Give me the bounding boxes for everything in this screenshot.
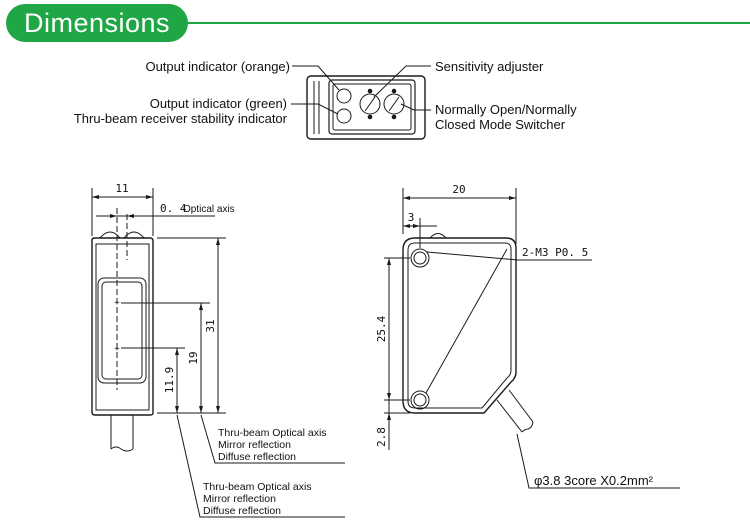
leader-sensitivity [373,65,431,98]
screw-spec: 2-M3 P0. 5 [522,246,588,259]
side-view-top-bump [429,233,447,239]
leader-axis-group-2 [176,414,345,518]
mounting-hole-top [410,248,430,268]
side-view-body [402,237,517,414]
dim-label-axis-lower: 11.9 [163,367,176,394]
dim-label-width: 11 [115,182,128,195]
dim-label-width-20: 20 [452,183,465,196]
adjuster-marker-dot [367,114,373,120]
leader-axis-group-1 [200,414,345,464]
switch-marker-dot [391,88,397,94]
front-view: + + [91,188,345,518]
leader-cable [516,433,680,489]
orange-indicator-icon [336,88,352,104]
leader-screw [426,251,592,261]
title-rule [186,22,750,24]
dim-label-axis-upper: 19 [187,351,200,364]
label-mode-line2: Closed Mode Switcher [435,117,566,132]
axis-group-2-line-3: Diffuse reflection [203,505,281,517]
mounting-hole-bottom [410,390,430,410]
label-output-green: Output indicator (green) [150,96,287,111]
mounting-hole-top-inner [413,251,427,265]
switch-slot [388,96,400,112]
mounting-hole-bottom-inner [413,393,427,407]
label-stability: Thru-beam receiver stability indicator [74,111,288,126]
label-output-orange: Output indicator (orange) [145,59,290,74]
front-view-top-bump [123,231,145,239]
front-view-top-bump [99,231,121,239]
green-indicator-icon [336,108,352,124]
label-mode-line1: Normally Open/Normally [435,102,577,117]
front-lens-window [97,277,147,384]
axis-group-1-line-2: Mirror reflection [218,439,291,451]
top-view-panel-inner [332,83,412,131]
top-view [291,65,431,140]
side-view-diagonal [425,248,508,394]
dim-label-hole-pitch: 25.4 [375,315,388,342]
side-cable-end [521,421,534,433]
front-lens-inner [101,281,143,380]
leader-mode [400,103,431,111]
side-view [384,188,680,489]
top-view-body [306,75,426,140]
leader-green [291,103,339,115]
adjuster-marker-dot [367,88,373,94]
front-cable-break [110,446,134,452]
axis-group-1-line-1: Thru-beam Optical axis [218,427,327,439]
axis-group-2-line-2: Mirror reflection [203,493,276,505]
axis-group-1-line-3: Diffuse reflection [218,451,296,463]
dim-label-bottom-offset: 2.8 [375,427,388,447]
switch-marker-dot [391,114,397,120]
label-sensitivity: Sensitivity adjuster [435,59,544,74]
dim-label-hole-offset: 3 [408,211,415,224]
section-title: Dimensions [6,4,188,42]
top-view-panel [328,79,416,135]
leader-orange [292,65,340,91]
axis-group-2-line-1: Thru-beam Optical axis [203,481,312,493]
side-cable [496,389,534,433]
adjuster-slot [364,96,376,112]
front-view-body [91,237,154,416]
side-view-body-inner [407,242,512,409]
optical-axis-label: Optical axis [183,204,235,215]
dim-label-height: 31 [204,319,217,332]
sensitivity-adjuster-icon [359,93,381,115]
front-view-body-inner [95,243,150,411]
mode-switch-icon [383,93,405,115]
dim-label-optical-axis: 0. 4 [160,202,187,215]
cable-spec: φ3.8 3core X0.2mm² [534,473,654,488]
